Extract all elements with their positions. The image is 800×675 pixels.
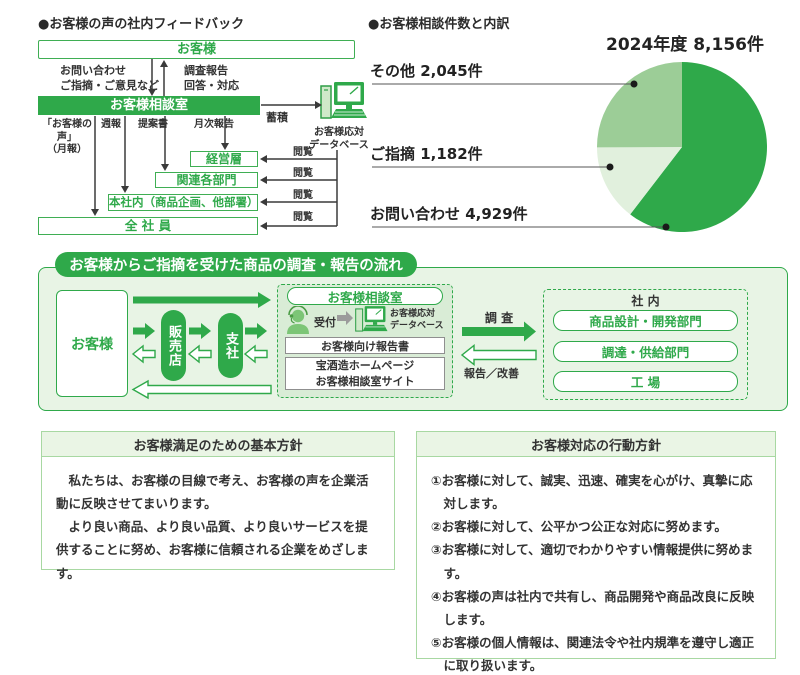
pie-slice-その他 <box>597 62 682 148</box>
flow-dealer-node: 販売店 <box>161 310 186 381</box>
policy-basic-box: お客様満足のための基本方針 私たちは、お客様の目線で考え、お客様の声を企業活動に… <box>41 431 395 581</box>
pie-label-other: その他 2,045件 <box>370 62 483 80</box>
policy-action-item-5: ⑤お客様の個人情報は、関連法令や社内規準を遵守し適正に取り扱います。 <box>431 634 755 673</box>
database-computer-icon <box>320 82 367 119</box>
investigate-label: 調 査 <box>484 311 514 325</box>
view-label-1: 閲覧 <box>293 147 313 158</box>
policy-basic-title: お客様満足のための基本方針 <box>42 432 394 457</box>
pie-label-inquiries: お問い合わせ 4,929件 <box>370 205 528 223</box>
policy-action-box: お客様対応の行動方針 ①お客様に対して、誠実、迅速、確実を心がけ、真摯に応対しま… <box>416 431 776 673</box>
doc-label-proposal: 提案書 <box>138 119 168 130</box>
internal-factory: 工 場 <box>553 371 738 392</box>
view-label-4: 閲覧 <box>293 212 313 223</box>
consultation-office-node: お客様相談室 <box>38 96 260 115</box>
policy-action-item-4: ④お客様の声は社内で共有し、商品開発や商品改良に反映します。 <box>431 588 755 627</box>
pie-total-label: 2024年度 8,156件 <box>605 35 764 55</box>
flow-office-title: お客様相談室 <box>287 287 443 305</box>
response-label: 調査報告 回答・対応 <box>184 64 239 92</box>
dest-all-employees: 全 社 員 <box>38 217 258 235</box>
pie-heading: ●お客様相談件数と内訳 <box>368 17 510 32</box>
internal-procurement-dept: 調達・供給部門 <box>553 341 738 362</box>
view-label-2: 閲覧 <box>293 168 313 179</box>
internal-panel <box>543 289 748 400</box>
policy-action-item-1: ①お客様に対して、誠実、迅速、確実を心がけ、真摯に応対します。 <box>431 473 753 512</box>
customer-report-box: お客様向け報告書 <box>285 337 445 354</box>
dest-management: 経営層 <box>190 151 258 167</box>
view-label-3: 閲覧 <box>293 190 313 201</box>
receptionist-icon <box>287 306 309 334</box>
doc-label-monthly: 月次報告 <box>194 119 234 130</box>
pie-slice-お問い合わせ <box>630 62 767 232</box>
doc-label-weekly: 週報 <box>101 119 121 130</box>
flow-database-computer-icon <box>355 306 388 332</box>
dest-headquarters: 本社内（商品企画、他部署） <box>108 194 259 211</box>
homepage-box: 宝酒造ホームページ お客様相談室サイト <box>285 357 445 390</box>
flow-customer-node: お客様 <box>56 290 128 397</box>
pie-slice-ご指摘 <box>597 147 682 215</box>
inquiry-label: お問い合わせ ご指摘・ご意見など <box>60 64 159 92</box>
policy-action-title: お客様対応の行動方針 <box>417 432 775 457</box>
policy-action-item-2: ②お客様に対して、公平かつ公正な対応に努めます。 <box>431 519 727 535</box>
reception-label: 受付 <box>314 316 336 329</box>
internal-design-dept: 商品設計・開発部門 <box>553 310 738 331</box>
policy-basic-paragraph-2: より良い商品、より良い品質、より良いサービスを提供することに努め、お客様に信頼さ… <box>56 519 369 581</box>
accumulate-label: 蓄積 <box>266 111 288 124</box>
policy-action-item-3: ③お客様に対して、適切でわかりやすい情報提供に努めます。 <box>431 542 754 581</box>
database-label: お客様応対 データベース <box>309 127 369 151</box>
flow-branch-node: 支社 <box>218 313 243 378</box>
internal-title: 社 内 <box>631 294 660 308</box>
pie-chart <box>597 62 767 232</box>
flow-banner: お客様からご指摘を受けた商品の調査・報告の流れ <box>55 252 417 277</box>
feedback-title: ●お客様の声の社内フィードバック <box>38 17 245 32</box>
dest-related-depts: 関連各部門 <box>155 172 258 188</box>
report-improve-label: 報告／改善 <box>464 367 519 380</box>
flow-database-label: お客様応対 データベース <box>390 309 444 331</box>
pie-label-complaints: ご指摘 1,182件 <box>370 145 483 163</box>
policy-basic-paragraph-1: 私たちは、お客様の目線で考え、お客様の声を企業活動に反映させてまいります。 <box>56 473 369 512</box>
customer-node: お客様 <box>38 40 355 59</box>
doc-label-voice: 「お客様の声」 （月報） <box>42 119 92 155</box>
